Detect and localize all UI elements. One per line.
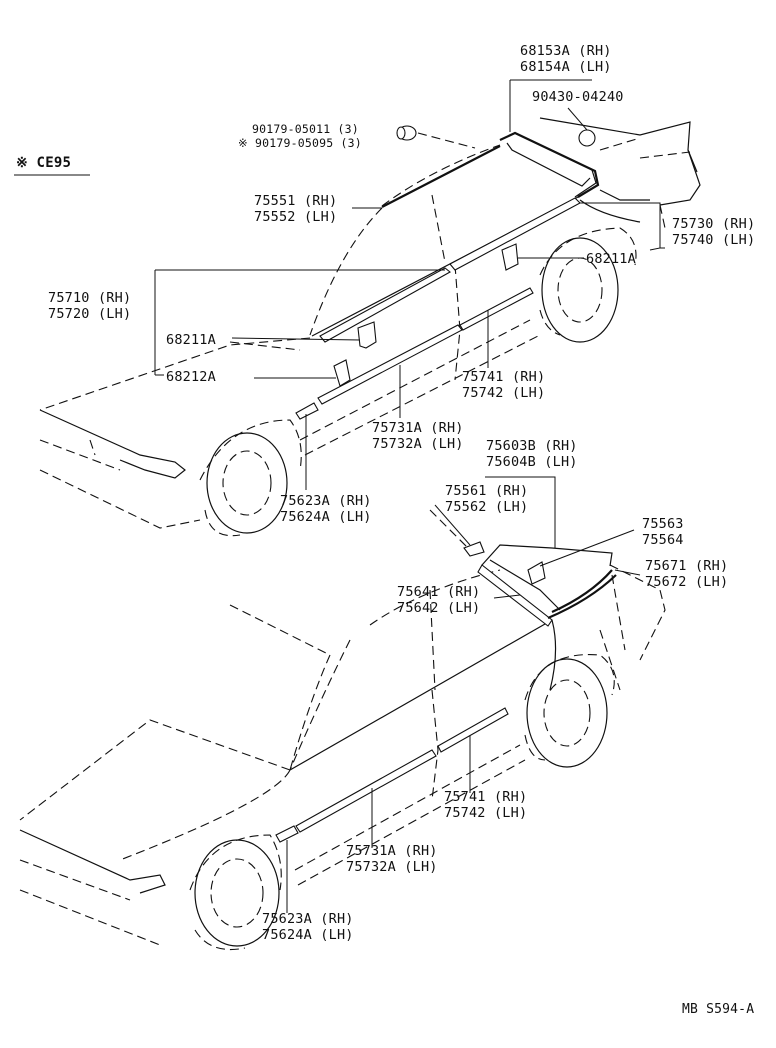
label-75740: 75740 (LH) bbox=[672, 232, 756, 248]
label-75562: 75562 (LH) bbox=[445, 499, 529, 515]
label-75732a-lower: 75732A (LH) bbox=[346, 859, 438, 875]
label-75642: 75642 (LH) bbox=[397, 600, 481, 616]
label-75671: 75671 (RH) bbox=[645, 558, 729, 574]
label-75623a-upper: 75623A (RH) bbox=[280, 493, 372, 509]
label-75741-lower: 75741 (RH) bbox=[444, 789, 528, 805]
label-75604b: 75604B (LH) bbox=[486, 454, 578, 470]
label-75672: 75672 (LH) bbox=[645, 574, 729, 590]
label-75742-upper: 75742 (LH) bbox=[462, 385, 546, 401]
label-75561: 75561 (RH) bbox=[445, 483, 529, 499]
label-75742-lower: 75742 (LH) bbox=[444, 805, 528, 821]
label-75551: 75551 (RH) bbox=[254, 193, 338, 209]
label-68212a: 68212A bbox=[166, 369, 216, 385]
label-75563: 75563 bbox=[642, 516, 684, 532]
label-75710: 75710 (RH) bbox=[48, 290, 132, 306]
label-75731a-lower: 75731A (RH) bbox=[346, 843, 438, 859]
upper-parts bbox=[295, 125, 600, 420]
lower-leader-lines bbox=[286, 476, 641, 913]
label-75623a-lower: 75623A (RH) bbox=[262, 911, 354, 927]
label-90179-05011: 90179-05011 (3) bbox=[252, 122, 359, 136]
label-75741-upper: 75741 (RH) bbox=[462, 369, 546, 385]
label-75564: 75564 bbox=[642, 532, 684, 548]
upper-car-body bbox=[39, 117, 701, 537]
label-75624a-lower: 75624A (LH) bbox=[262, 927, 354, 943]
footer-code-label: MB S594-A bbox=[682, 1002, 755, 1017]
label-75641: 75641 (RH) bbox=[397, 584, 481, 600]
label-75732a-upper: 75732A (LH) bbox=[372, 436, 464, 452]
label-75731a-upper: 75731A (RH) bbox=[372, 420, 464, 436]
label-68153a: 68153A (RH) bbox=[520, 43, 612, 59]
label-75603b: 75603B (RH) bbox=[486, 438, 578, 454]
lower-car-body bbox=[19, 509, 666, 951]
label-75720: 75720 (LH) bbox=[48, 306, 132, 322]
label-75624a-upper: 75624A (LH) bbox=[280, 509, 372, 525]
label-75552: 75552 (LH) bbox=[254, 209, 338, 225]
label-68211a-left: 68211A bbox=[166, 332, 216, 348]
label-68211a-right: 68211A bbox=[586, 251, 636, 267]
upper-leader-lines bbox=[154, 79, 665, 490]
label-68154a: 68154A (LH) bbox=[520, 59, 612, 75]
label-75730: 75730 (RH) bbox=[672, 216, 756, 232]
label-90430: 90430-04240 bbox=[532, 89, 624, 105]
label-90179-05095: ※ 90179-05095 (3) bbox=[238, 136, 362, 150]
diagram-code-label: ※ CE95 bbox=[16, 155, 72, 171]
